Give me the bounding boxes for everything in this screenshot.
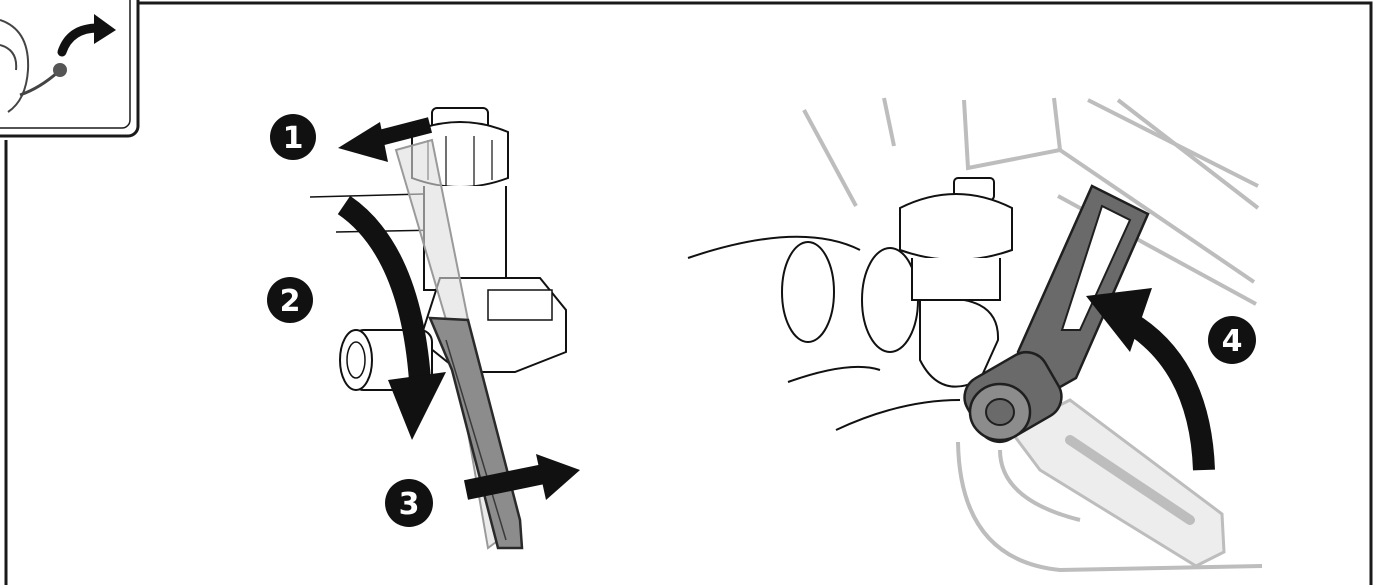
svg-text:4: 4	[1222, 324, 1243, 359]
step-badge-1: 1	[270, 114, 316, 160]
step-badge-2: 2	[267, 277, 313, 323]
step-badge-4: 4	[1208, 316, 1256, 364]
step-badge-3: 3	[385, 479, 433, 527]
svg-text:2: 2	[280, 284, 301, 319]
svg-text:3: 3	[399, 487, 420, 522]
helmet-mic-rotate-icon	[0, 0, 138, 136]
left-mount-assembly	[310, 108, 580, 548]
right-mount-assembly	[688, 98, 1262, 570]
svg-text:1: 1	[283, 121, 304, 156]
right-mount-knob	[900, 178, 1012, 300]
